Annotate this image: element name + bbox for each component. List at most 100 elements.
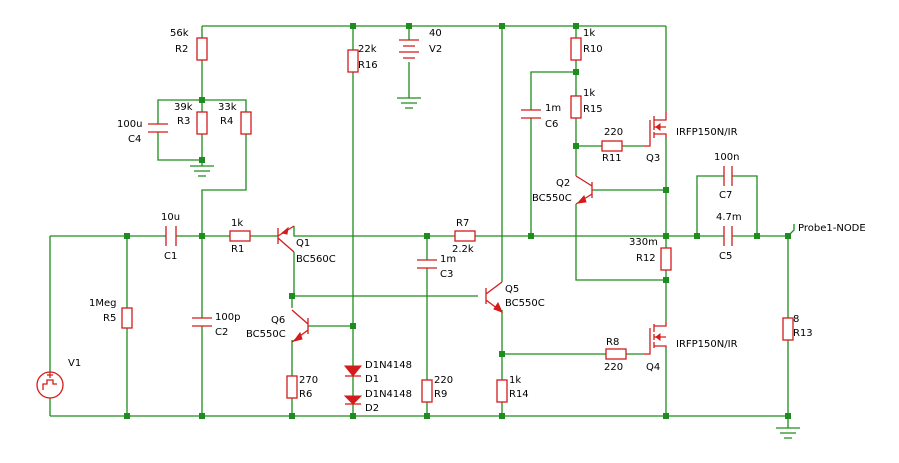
r4-ref: R4 (220, 116, 233, 127)
r7-value: 2.2k (452, 244, 474, 255)
r4-value: 33k (218, 102, 237, 113)
junction (663, 187, 669, 193)
mosfet-q4 (644, 322, 667, 355)
junction (528, 233, 534, 239)
r10-ref: R10 (583, 44, 603, 55)
junction (199, 233, 205, 239)
r14-ref: R14 (509, 389, 529, 400)
r10-value: 1k (583, 28, 595, 39)
resistor-r4 (240, 111, 252, 135)
r15-ref: R15 (583, 104, 603, 115)
d2-ref: D2 (365, 403, 379, 414)
junction (694, 233, 700, 239)
r6-ref: R6 (299, 389, 312, 400)
r8-ref: R8 (606, 337, 619, 348)
r1-value: 1k (231, 218, 243, 229)
junction (573, 23, 579, 29)
c7-ref: C7 (719, 190, 732, 201)
capacitor-c1 (165, 226, 177, 246)
c4-value: 100u (117, 119, 142, 130)
junction (406, 23, 412, 29)
junction (199, 157, 205, 163)
junction (424, 233, 430, 239)
c3-value: 1m (440, 254, 456, 265)
resistor-r11 (601, 140, 623, 152)
diode-d1 (343, 365, 363, 377)
junction (499, 23, 505, 29)
junction (573, 143, 579, 149)
sources (36, 39, 419, 399)
v2-ref: V2 (429, 44, 442, 55)
labels: 56k R2 39k R3 33k R4 100u C4 10u C1 1k R… (68, 28, 866, 414)
junction (663, 233, 669, 239)
capacitor-c3 (417, 259, 437, 269)
junction (785, 413, 791, 419)
resistors (121, 37, 794, 403)
r8-value: 220 (604, 362, 623, 373)
junction (663, 277, 669, 283)
voltage-source-v1 (36, 371, 64, 399)
r5-ref: R5 (103, 313, 116, 324)
q3-ref: Q3 (646, 153, 660, 164)
resistor-r6 (286, 375, 298, 399)
resistor-r1 (229, 230, 251, 242)
resistor-r2 (196, 37, 208, 61)
junction (199, 413, 205, 419)
probe-label: Probe1-NODE (798, 223, 866, 234)
junction (663, 413, 669, 419)
resistor-r10 (570, 37, 582, 61)
junction (199, 97, 205, 103)
transistor-q5 (485, 281, 503, 313)
r9-value: 220 (434, 375, 453, 386)
transistors (277, 112, 667, 355)
r11-value: 220 (604, 127, 623, 138)
wires (49, 25, 795, 428)
resistor-r8 (605, 348, 627, 360)
c5-ref: C5 (719, 251, 732, 262)
c1-ref: C1 (164, 251, 177, 262)
junction (424, 413, 430, 419)
r1-ref: R1 (231, 244, 244, 255)
transistor-q2 (575, 175, 593, 205)
r11-ref: R11 (602, 153, 622, 164)
ground-symbols (190, 97, 800, 439)
q2-ref: Q2 (556, 178, 570, 189)
c2-ref: C2 (215, 327, 228, 338)
junction (289, 293, 295, 299)
d2-value: D1N4148 (365, 389, 412, 400)
r14-value: 1k (509, 375, 521, 386)
capacitor-c6 (521, 109, 541, 119)
resistor-r9 (421, 379, 433, 403)
junction (350, 413, 356, 419)
c2-value: 100p (215, 312, 240, 323)
r16-ref: R16 (358, 60, 378, 71)
q5-ref: Q5 (505, 284, 519, 295)
c6-value: 1m (545, 103, 561, 114)
c6-ref: C6 (545, 119, 558, 130)
junction (350, 23, 356, 29)
r5-value: 1Meg (89, 298, 117, 309)
r7-ref: R7 (456, 218, 469, 229)
diode-d2 (343, 395, 363, 405)
r9-ref: R9 (434, 389, 447, 400)
junction (124, 233, 130, 239)
q5-value: BC550C (505, 298, 545, 309)
r12-value: 330m (629, 237, 658, 248)
r2-value: 56k (170, 28, 189, 39)
r13-ref: R13 (793, 328, 813, 339)
capacitor-c5 (723, 226, 733, 246)
c5-value: 4.7m (716, 212, 742, 223)
transistor-q6 (291, 309, 309, 343)
junction (350, 323, 356, 329)
q4-value: IRFP150N/IR (676, 339, 738, 350)
junction (573, 69, 579, 75)
junction (124, 413, 130, 419)
q3-value: IRFP150N/IR (676, 127, 738, 138)
resistor-r7 (454, 230, 476, 242)
ground-icon (397, 97, 421, 109)
resistor-r13 (782, 317, 794, 341)
q6-value: BC550C (246, 329, 286, 340)
r6-value: 270 (299, 375, 318, 386)
r12-ref: R12 (636, 253, 656, 264)
